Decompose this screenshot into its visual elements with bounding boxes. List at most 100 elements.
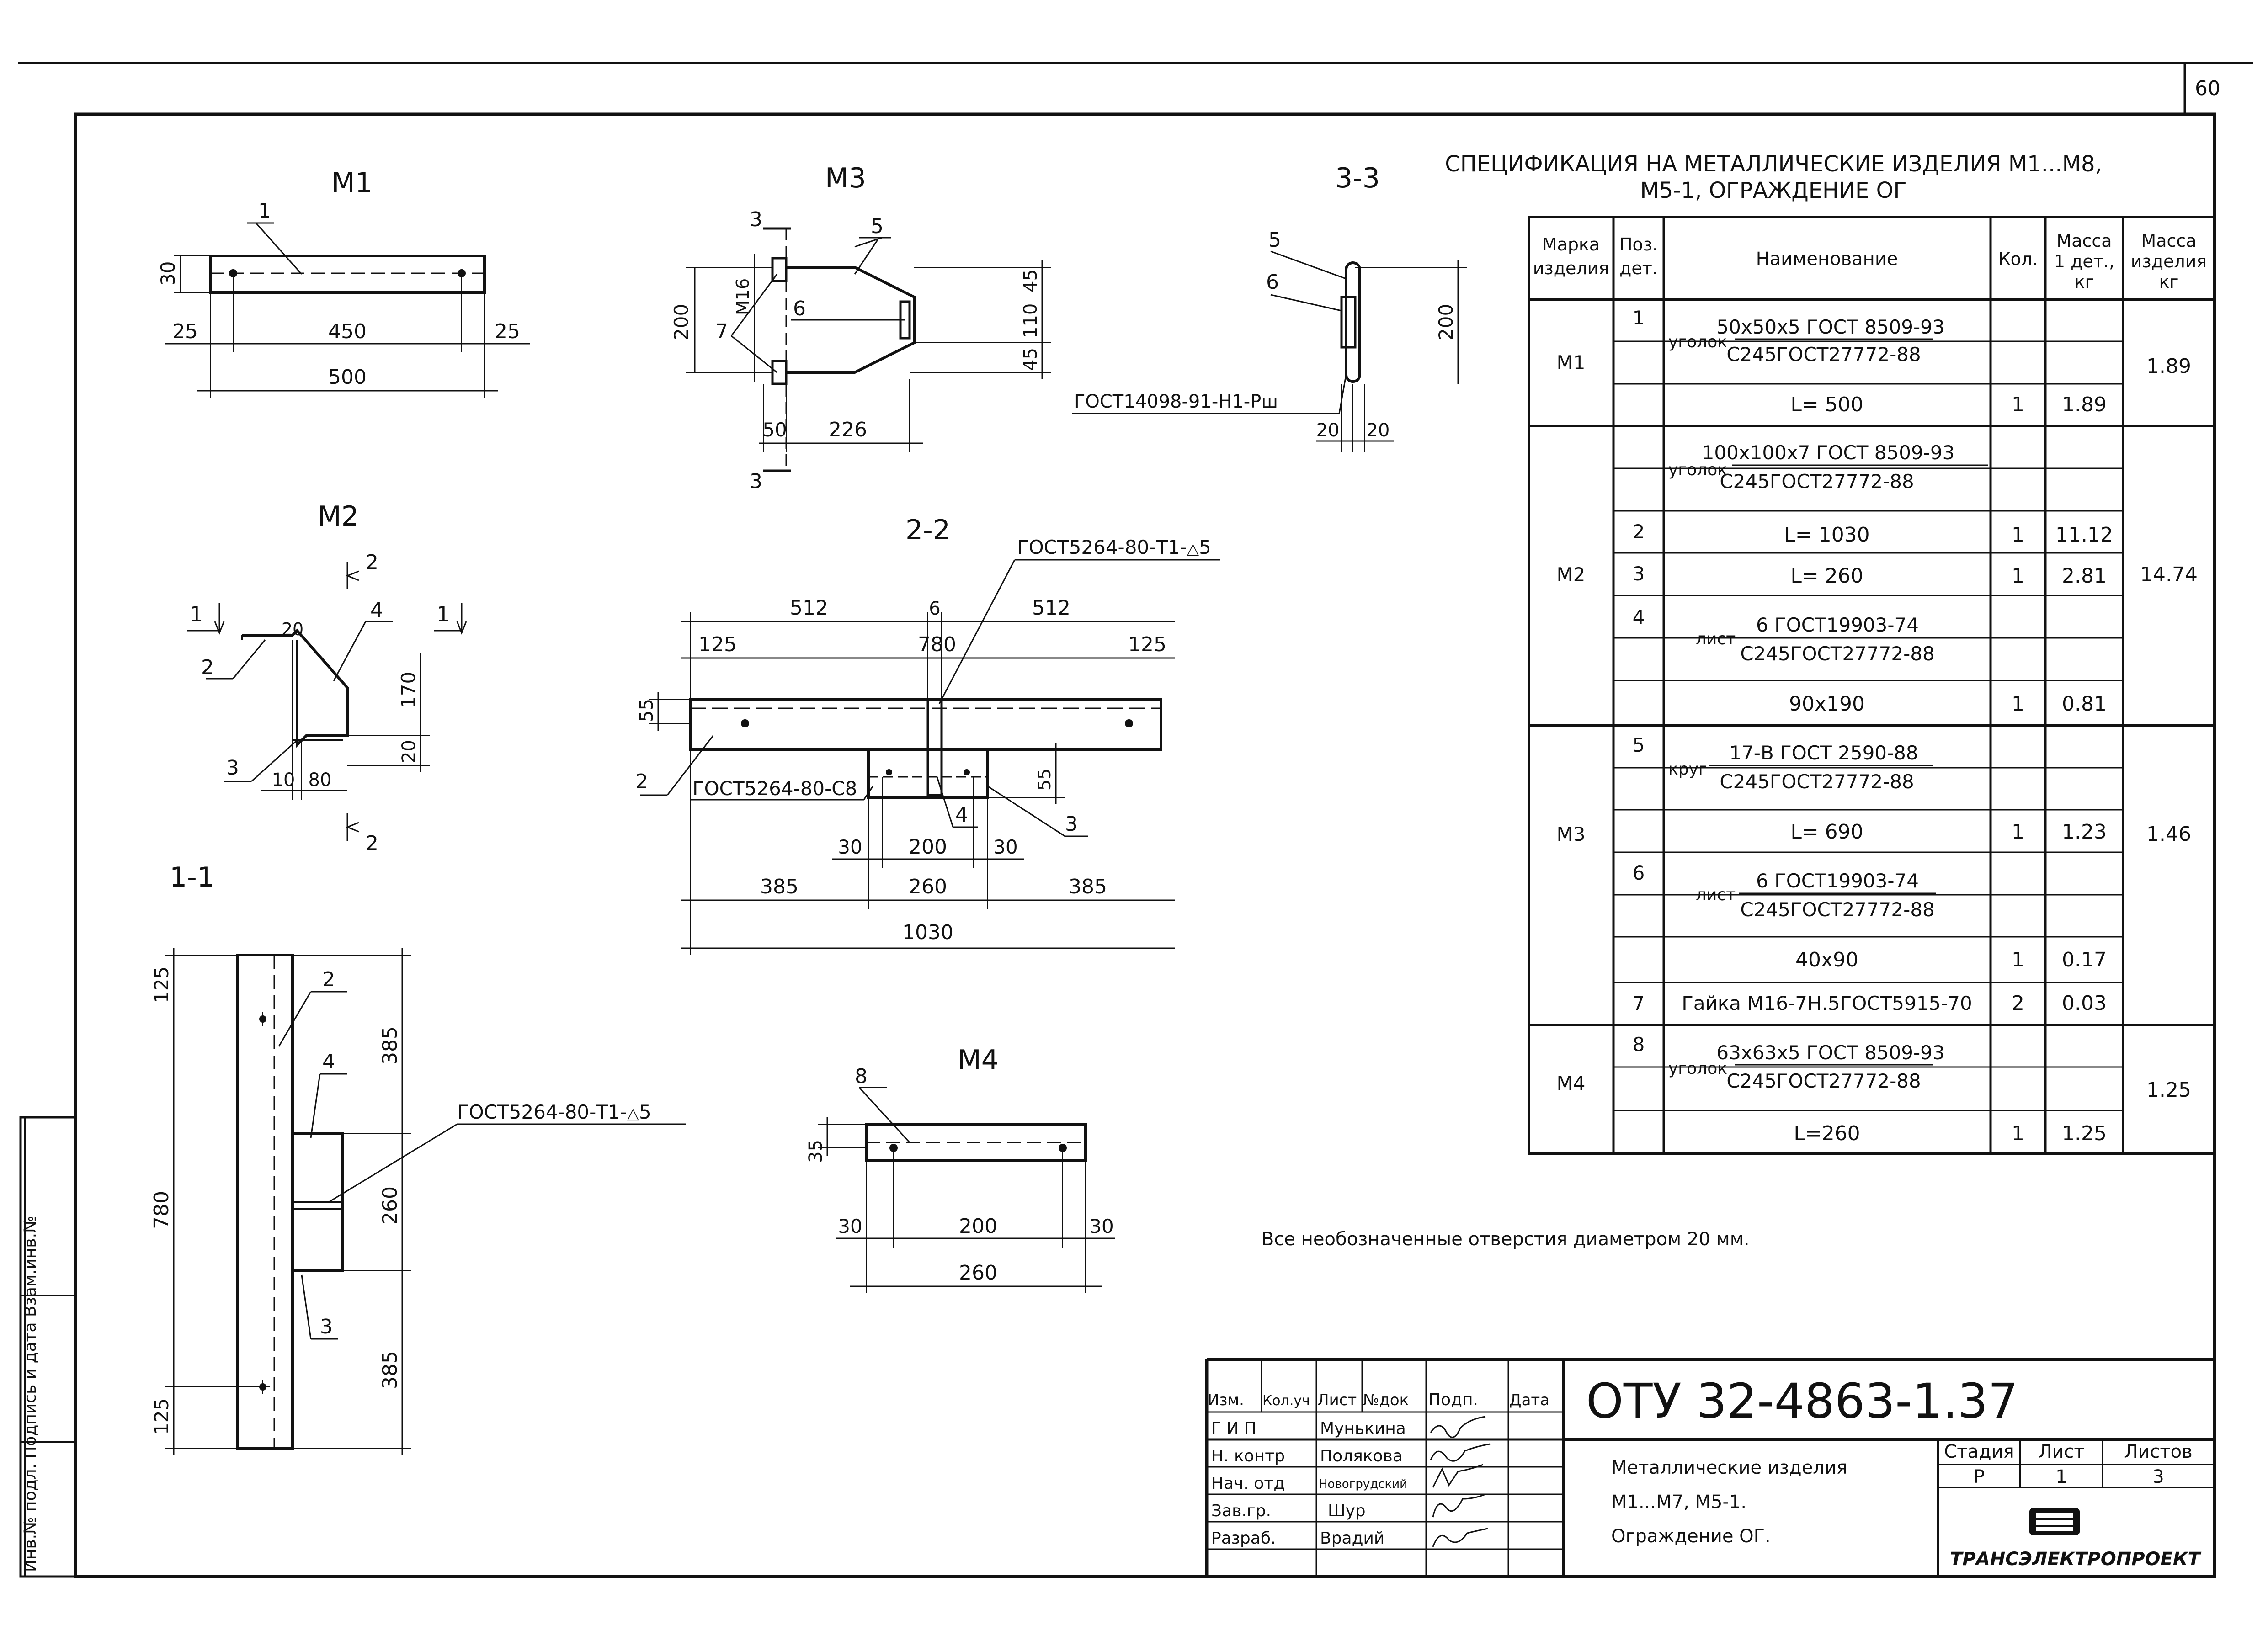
spec-row: L= 690 1 1.23 <box>1790 820 2107 844</box>
stage-header: Листов <box>2124 1441 2192 1462</box>
spec-pos: 1 <box>1633 307 1645 329</box>
view-section-2-2: 2-2 512 6 512 125 780 125 55 55 <box>635 514 1220 955</box>
weld-label: ГОСТ5264-80-С8 <box>692 777 857 800</box>
dim-label: 512 <box>1032 596 1070 620</box>
tb-col-header: Подп. <box>1428 1391 1478 1409</box>
spec-title-line2: М5-1, ОГРАЖДЕНИЕ ОГ <box>1640 178 1906 203</box>
spec-header-mass2: изделия <box>2131 251 2207 271</box>
spec-row-lines <box>1613 340 2123 1111</box>
spec-pos: 4 <box>1633 606 1645 628</box>
dim-label: 170 <box>397 672 420 708</box>
doc-description-line: Металлические изделия <box>1611 1457 1847 1478</box>
dim-label: 55 <box>1034 769 1054 791</box>
cut-label: 1 <box>190 602 203 627</box>
spec-row: 7 Гайка М16-7Н.5ГОСТ5915-70 2 0.03 <box>1633 992 2107 1015</box>
spec-row: 5 круг 17-В ГОСТ 2590-88 С245ГОСТ27772-8… <box>1633 734 1933 793</box>
dim-label: 20 <box>399 740 420 763</box>
spec-header-mass2: Масса <box>2141 231 2196 251</box>
tb-col-header: Дата <box>1509 1391 1549 1409</box>
dim-label: 25 <box>495 320 520 343</box>
dim-label: 780 <box>918 633 956 656</box>
spec-header-mark: изделия <box>1533 258 1609 278</box>
stage-value: 1 <box>2055 1466 2067 1487</box>
cut-label: 1 <box>437 602 450 627</box>
view-title: М2 <box>318 500 359 532</box>
spec-num: 17-В ГОСТ 2590-88 <box>1729 742 1918 764</box>
spec-text: 40х90 <box>1795 948 1858 972</box>
dim-label: 385 <box>378 1351 402 1389</box>
dim-label: 20 <box>1316 420 1340 441</box>
signature <box>1430 1416 1491 1547</box>
spec-num: 50х50х5 ГОСТ 8509-93 <box>1716 316 1944 338</box>
pos-label: 8 <box>855 1065 868 1088</box>
spec-header-mass1: 1 дет., <box>2054 251 2114 271</box>
dim-label: 20 <box>1367 420 1390 441</box>
dim-label: 10 <box>272 770 295 791</box>
sheet-frame <box>18 62 2253 1578</box>
spec-header-mass2: кг <box>2159 272 2179 292</box>
dim-label: 25 <box>172 320 198 343</box>
spec-num: 100х100х7 ГОСТ 8509-93 <box>1702 441 1955 464</box>
spec-header-pos: Поз. <box>1619 234 1658 255</box>
spec-mass: 0.81 <box>2062 692 2107 716</box>
spec-num: 63х63х5 ГОСТ 8509-93 <box>1716 1041 1944 1064</box>
spec-title-line1: СПЕЦИФИКАЦИЯ НА МЕТАЛЛИЧЕСКИЕ ИЗДЕЛИЯ М1… <box>1445 151 2102 177</box>
spec-row: 6 лист 6 ГОСТ19903-74 С245ГОСТ27772-88 <box>1633 862 1936 921</box>
dim-label: 30 <box>838 836 862 858</box>
tb-role: Нач. отд <box>1211 1474 1285 1493</box>
spec-prefix: лист <box>1696 886 1736 904</box>
dim-label: 200 <box>670 304 692 340</box>
spec-row: L=260 1 1.25 <box>1794 1122 2107 1145</box>
view-title: 3-3 <box>1335 162 1380 194</box>
spec-product-mass: 14.74 <box>2140 563 2198 586</box>
weld-label: ГОСТ5264-80-Т1-△5 <box>1017 536 1211 558</box>
spec-product-mass: 1.89 <box>2146 355 2191 378</box>
tb-name: Шур <box>1328 1502 1366 1520</box>
dim-label: 80 <box>309 770 332 791</box>
dim-label: 385 <box>1069 875 1107 898</box>
spec-text: L= 1030 <box>1784 523 1869 547</box>
dim-label: 260 <box>959 1261 997 1285</box>
stage-header: Стадия <box>1944 1441 2014 1462</box>
dim-label: 200 <box>959 1215 997 1238</box>
spec-pos: 3 <box>1633 563 1645 585</box>
doc-description-line: Ограждение ОГ. <box>1611 1526 1771 1547</box>
dim-label: M16 <box>733 278 753 315</box>
dim-label: 6 <box>929 598 940 619</box>
spec-den: С245ГОСТ27772-88 <box>1726 343 1921 366</box>
spec-header-pos: дет. <box>1619 258 1658 278</box>
view-m1: М1 1 30 25 450 25 500 <box>157 167 530 398</box>
org-name: ТРАНСЭЛЕКТРОПРОЕКТ <box>1950 1549 2201 1570</box>
spec-den: С245ГОСТ27772-88 <box>1726 1070 1921 1092</box>
spec-product-mass: 1.46 <box>2146 823 2191 846</box>
pos-label: 5 <box>1268 228 1281 252</box>
spec-den: С245ГОСТ27772-88 <box>1720 770 1914 793</box>
spec-text: L= 690 <box>1790 820 1863 844</box>
cut-label: 2 <box>366 832 378 855</box>
spec-den: С245ГОСТ27772-88 <box>1720 470 1914 493</box>
view-title: М3 <box>825 162 866 194</box>
spec-row: L= 500 1 1.89 <box>1790 393 2107 416</box>
spec-product-mass: 1.25 <box>2146 1078 2191 1102</box>
tb-role: Разраб. <box>1211 1529 1276 1548</box>
spec-text: Гайка М16-7Н.5ГОСТ5915-70 <box>1682 992 1972 1014</box>
spec-row: 4 лист 6 ГОСТ19903-74 С245ГОСТ27772-88 <box>1633 606 1936 665</box>
spec-text: L= 500 <box>1790 393 1863 416</box>
weld-label: ГОСТ5264-80-Т1-△5 <box>457 1101 651 1123</box>
dim-label: 260 <box>378 1186 402 1225</box>
view-section-3-3: 3-3 5 6 200 ГОСТ14098-91-Н1-Рш 20 20 <box>1072 162 1467 452</box>
tb-name: Врадий <box>1320 1529 1384 1548</box>
dim-label: 30 <box>1089 1215 1113 1237</box>
pos-label: 3 <box>226 756 239 780</box>
dim-label: 226 <box>829 418 867 441</box>
dim-label: 50 <box>762 419 787 441</box>
spec-mass: 1.89 <box>2062 393 2107 416</box>
spec-mass: 0.03 <box>2062 992 2107 1015</box>
spec-qty: 1 <box>2012 393 2024 416</box>
stage-value: 3 <box>2152 1466 2164 1487</box>
dim-label: 30 <box>838 1215 862 1237</box>
spec-row: 8 уголок 63х63х5 ГОСТ 8509-93 С245ГОСТ27… <box>1633 1033 1945 1092</box>
view-title: М1 <box>331 167 373 199</box>
dim-label: 125 <box>698 633 737 656</box>
pos-label: 7 <box>715 320 728 343</box>
